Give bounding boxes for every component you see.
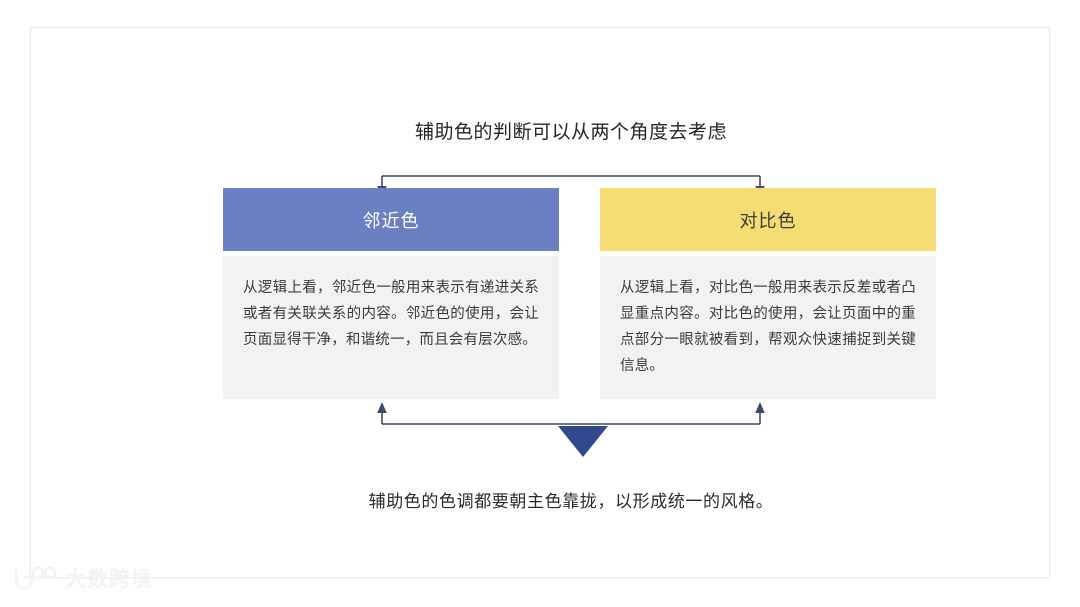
column-left-header: 邻近色 xyxy=(223,188,559,251)
column-contrast-color: 对比色 从逻辑上看，对比色一般用来表示反差或者凸显重点内容。对比色的使用，会让页… xyxy=(600,188,936,399)
column-left-body: 从逻辑上看，邻近色一般用来表示有递进关系或者有关联关系的内容。邻近色的使用，会让… xyxy=(223,256,559,399)
column-right-title: 对比色 xyxy=(739,210,797,232)
page-title: 辅助色的判断可以从两个角度去考虑 xyxy=(414,121,727,143)
column-left-title: 邻近色 xyxy=(362,210,420,232)
watermark-text: 大数跨境 xyxy=(65,567,153,591)
logo-mark-icon xyxy=(14,566,57,590)
watermark: 大数跨境 xyxy=(12,563,153,593)
column-adjacent-color: 邻近色 从逻辑上看，邻近色一般用来表示有递进关系或者有关联关系的内容。邻近色的使… xyxy=(223,188,559,399)
column-right-body: 从逻辑上看，对比色一般用来表示反差或者凸显重点内容。对比色的使用，会让页面中的重… xyxy=(600,256,936,399)
column-right-header: 对比色 xyxy=(600,188,936,251)
footnote-text: 辅助色的色调都要朝主色靠拢，以形成统一的风格。 xyxy=(368,492,774,512)
slide-card: 辅助色的判断可以从两个角度去考虑 邻近色 从逻辑上看，邻近色一般用来表示有递进关… xyxy=(30,27,1050,578)
down-triangle-icon xyxy=(558,426,608,457)
